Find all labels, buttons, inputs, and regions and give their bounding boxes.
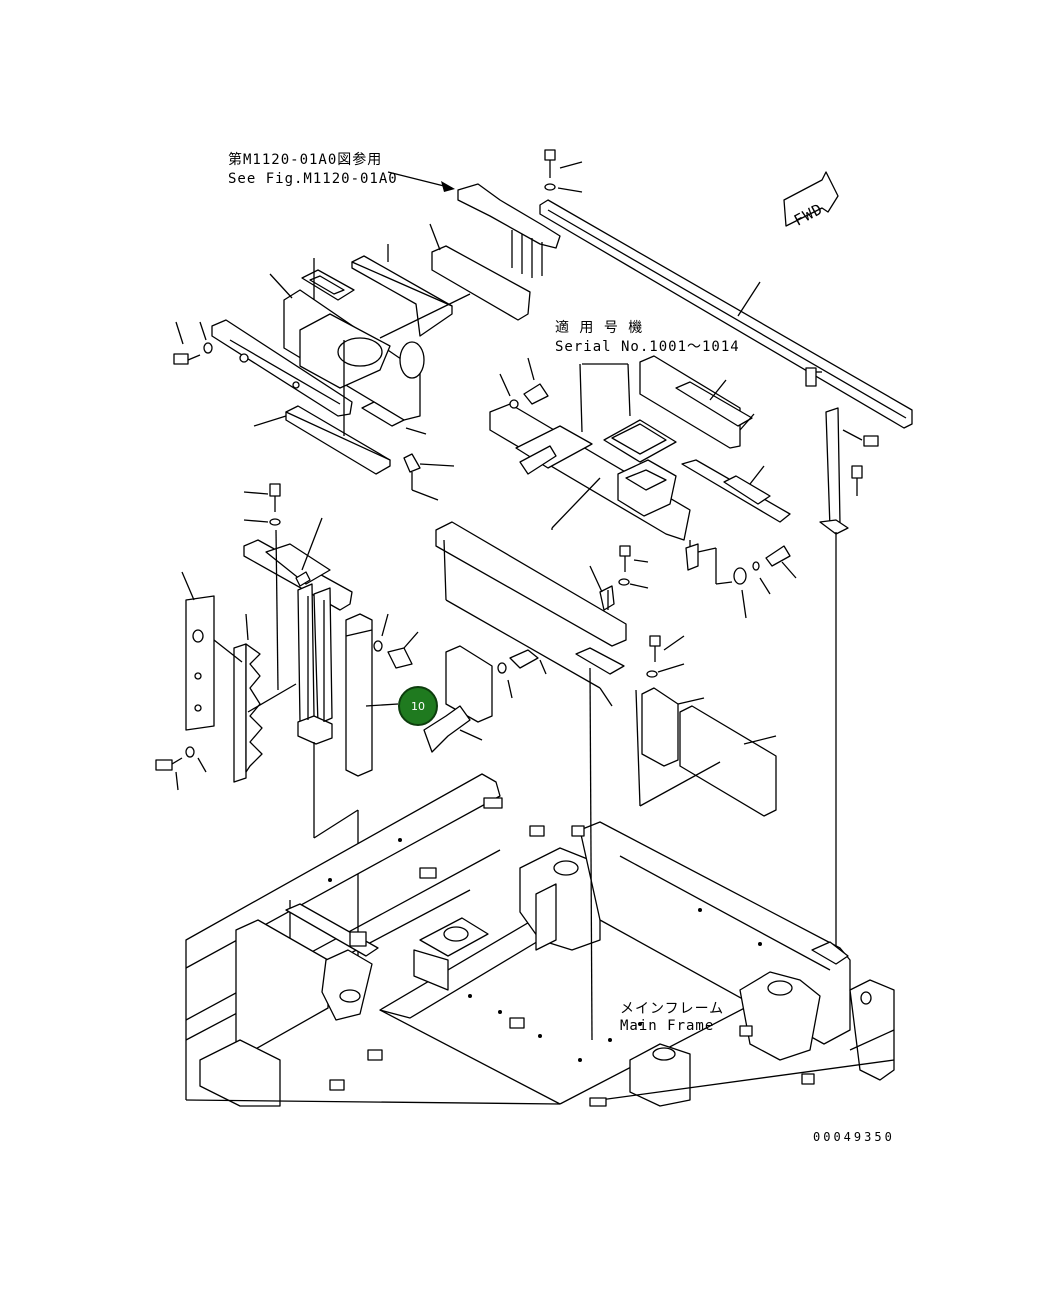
- main-frame: [185, 667, 895, 1107]
- drawing-number: 00049350: [813, 1130, 895, 1144]
- reference-arrow: [387, 171, 455, 192]
- reference-note-en: See Fig.M1120-01A0: [228, 171, 398, 187]
- upper-left-assembly: [173, 223, 531, 501]
- callout-badge: [398, 686, 438, 726]
- middle-bracket-assembly: [423, 521, 777, 817]
- top-rail-assembly: [457, 149, 913, 955]
- upper-middle-assembly: [489, 355, 797, 619]
- main-frame-label-ja: メインフレーム: [620, 1001, 724, 1017]
- main-frame-label-en: Main Frame: [620, 1018, 714, 1034]
- left-column-assembly: [155, 483, 419, 960]
- callout-number: 10: [411, 700, 425, 713]
- serial-note-en: Serial No.1001～1014: [555, 339, 740, 355]
- reference-note-ja: 第M1120-01A0図参用: [228, 151, 382, 168]
- fwd-arrow-icon: FWD: [783, 171, 839, 230]
- callout-10[interactable]: 10: [398, 686, 438, 726]
- serial-note-ja: 適 用 号 機: [555, 319, 643, 336]
